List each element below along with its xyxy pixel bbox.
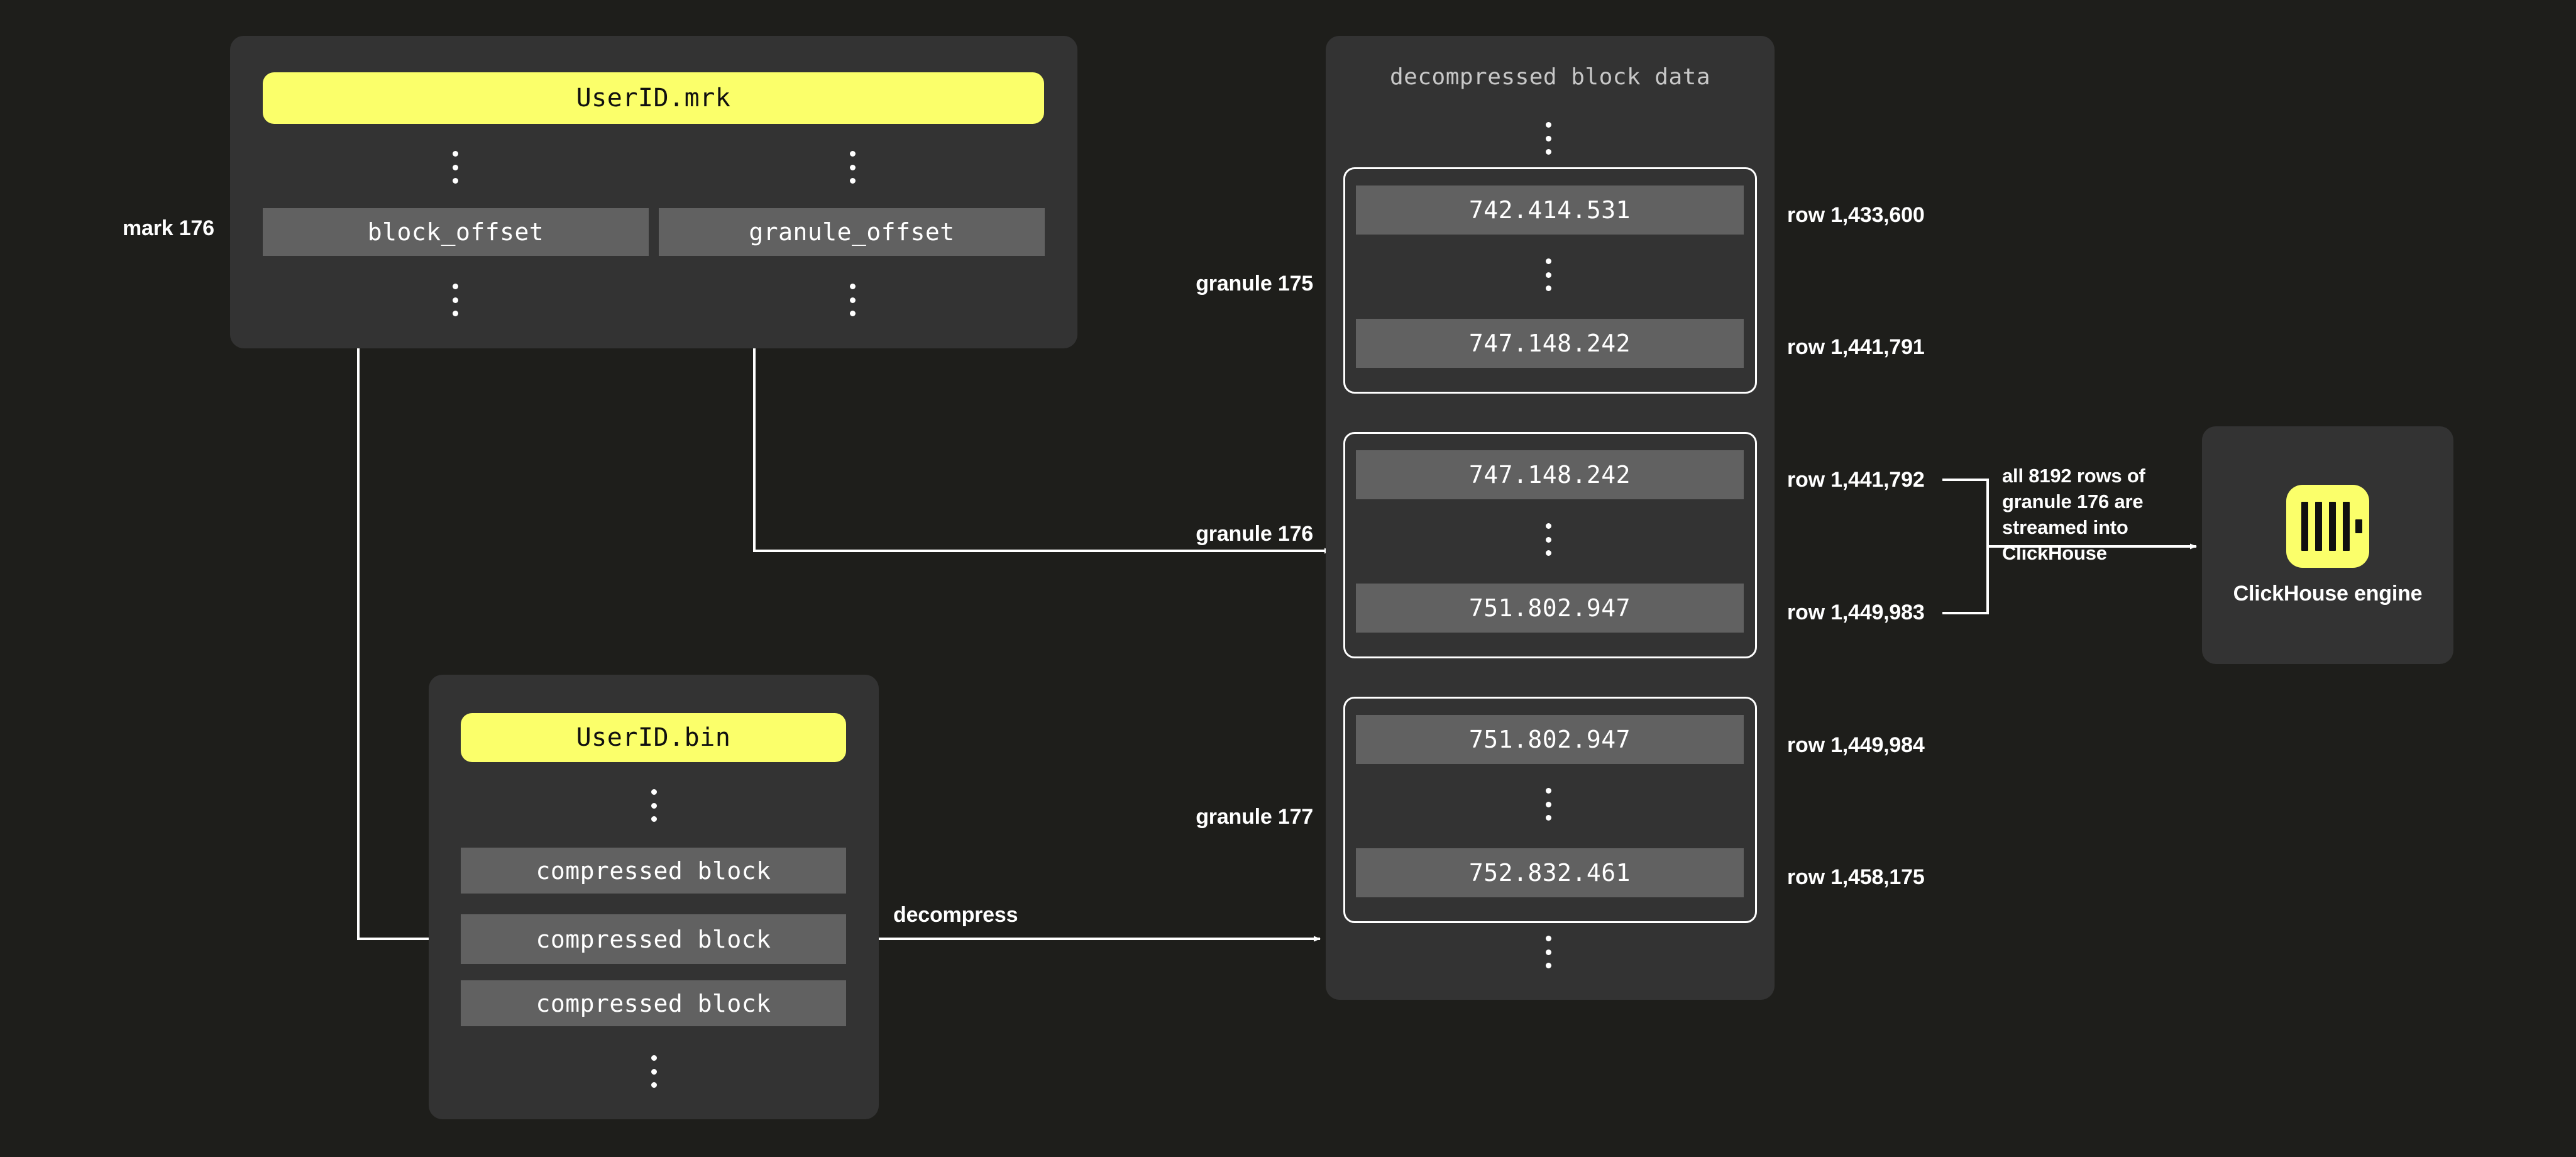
granule-177-last-value[interactable]: 752.832.461: [1356, 848, 1744, 897]
granule-175-first-value[interactable]: 742.414.531: [1356, 185, 1744, 235]
row-label-1458175: row 1,458,175: [1787, 865, 1925, 889]
mark-file-chip[interactable]: UserID.mrk: [263, 72, 1044, 124]
mark-top-ellipsis-left: [451, 151, 460, 184]
stream-annotation: all 8192 rows of granule 176 are streame…: [2002, 465, 2145, 564]
clickhouse-engine-caption: ClickHouse engine: [2233, 581, 2423, 606]
mark-label: mark 176: [123, 216, 214, 240]
bin-file-chip[interactable]: UserID.bin: [461, 713, 846, 762]
granule-176-last-value[interactable]: 751.802.947: [1356, 584, 1744, 633]
mark-bottom-ellipsis-left: [451, 284, 460, 316]
row-label-1433600: row 1,433,600: [1787, 203, 1925, 227]
granule-175-last-value[interactable]: 747.148.242: [1356, 319, 1744, 368]
mark-top-ellipsis-right: [848, 151, 857, 184]
row-label-1449983: row 1,449,983: [1787, 601, 1925, 624]
decompress-label: decompress: [893, 903, 1018, 927]
row-label-1441791: row 1,441,791: [1787, 335, 1925, 359]
bin-compressed-block-3[interactable]: compressed block: [461, 980, 846, 1026]
wire-row-bracket: [1942, 479, 1989, 614]
bin-top-ellipsis: [649, 789, 658, 822]
decompressed-bottom-ellipsis: [1544, 936, 1553, 968]
granule-box-177: [1343, 697, 1757, 923]
decompressed-panel-title: decompressed block data: [1390, 64, 1710, 90]
mark-bottom-ellipsis-right: [848, 284, 857, 316]
granule-box-175: [1343, 167, 1757, 394]
granule-label-177: granule 177: [1196, 805, 1313, 829]
row-label-1441792: row 1,441,792: [1787, 468, 1925, 492]
bin-bottom-ellipsis: [649, 1055, 658, 1088]
bin-compressed-block-1[interactable]: compressed block: [461, 848, 846, 894]
granule-175-ellipsis: [1544, 258, 1553, 291]
mark-cell-granule-offset[interactable]: granule_offset: [659, 208, 1045, 256]
granule-177-first-value[interactable]: 751.802.947: [1356, 715, 1744, 764]
granule-176-ellipsis: [1544, 523, 1553, 556]
granule-box-176: [1343, 432, 1757, 658]
granule-label-176: granule 176: [1196, 522, 1313, 546]
bin-compressed-block-2[interactable]: compressed block: [461, 914, 846, 964]
mark-cell-block-offset[interactable]: block_offset: [263, 208, 649, 256]
clickhouse-engine-panel[interactable]: ClickHouse engine: [2202, 426, 2453, 664]
decompressed-top-ellipsis: [1544, 122, 1553, 155]
row-label-1449984: row 1,449,984: [1787, 733, 1925, 757]
granule-label-175: granule 175: [1196, 272, 1313, 296]
granule-177-ellipsis: [1544, 788, 1553, 821]
clickhouse-logo-icon: [2286, 484, 2369, 568]
granule-176-first-value[interactable]: 747.148.242: [1356, 450, 1744, 499]
